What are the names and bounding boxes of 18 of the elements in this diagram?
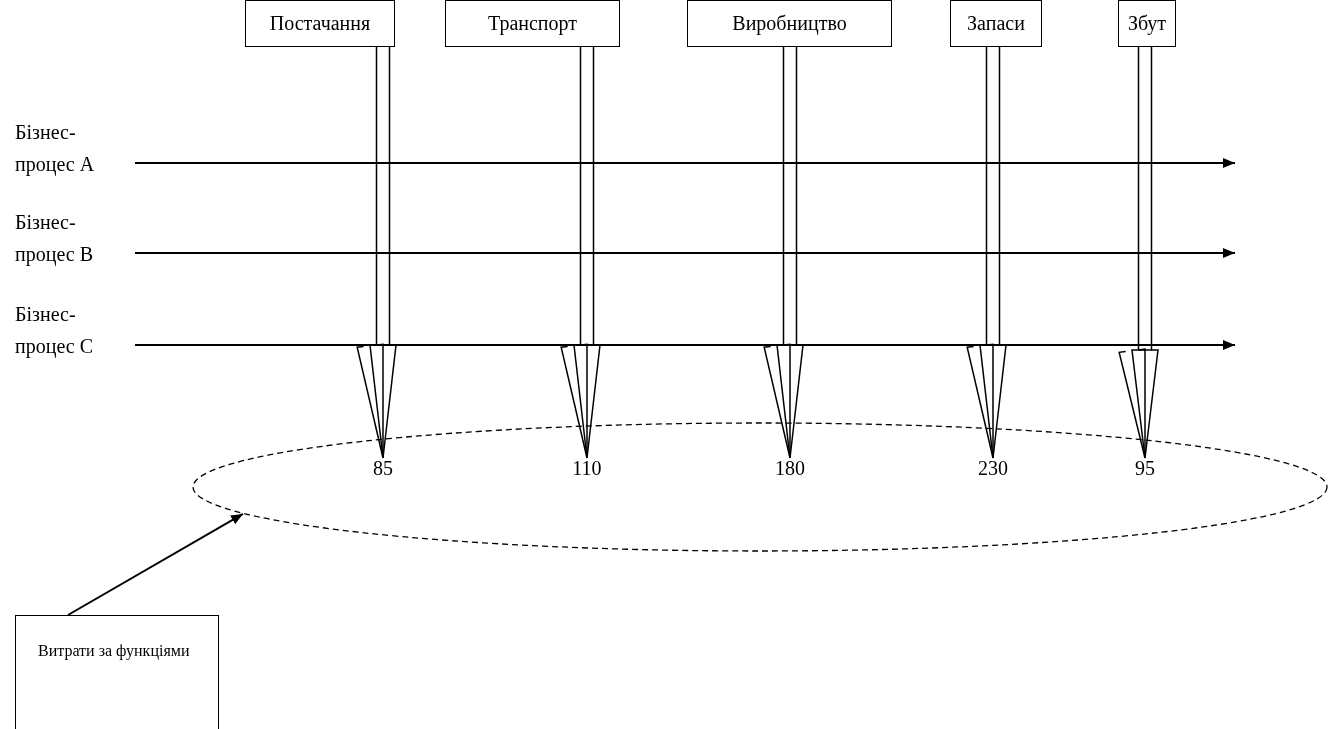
process-label: Бізнес- процес C — [15, 298, 135, 364]
arrow — [134, 340, 1236, 350]
function-box: Постачання — [245, 0, 395, 47]
function-box: Збут — [1118, 0, 1176, 47]
process-label: Бізнес- процес B — [15, 206, 135, 272]
cost-value: 230 — [973, 454, 1013, 482]
arrow — [67, 512, 244, 616]
cost-value: 95 — [1125, 454, 1165, 482]
process-label: Бізнес- процес A — [15, 116, 135, 182]
function-box: Транспорт — [445, 0, 620, 47]
note-box: Витрати за функціями — [15, 615, 219, 729]
cost-value: 110 — [567, 454, 607, 482]
function-box: Виробництво — [687, 0, 892, 47]
function-box: Запаси — [950, 0, 1042, 47]
arrow — [134, 158, 1236, 168]
arrow — [134, 248, 1236, 258]
cost-value: 85 — [363, 454, 403, 482]
cost-value: 180 — [770, 454, 810, 482]
